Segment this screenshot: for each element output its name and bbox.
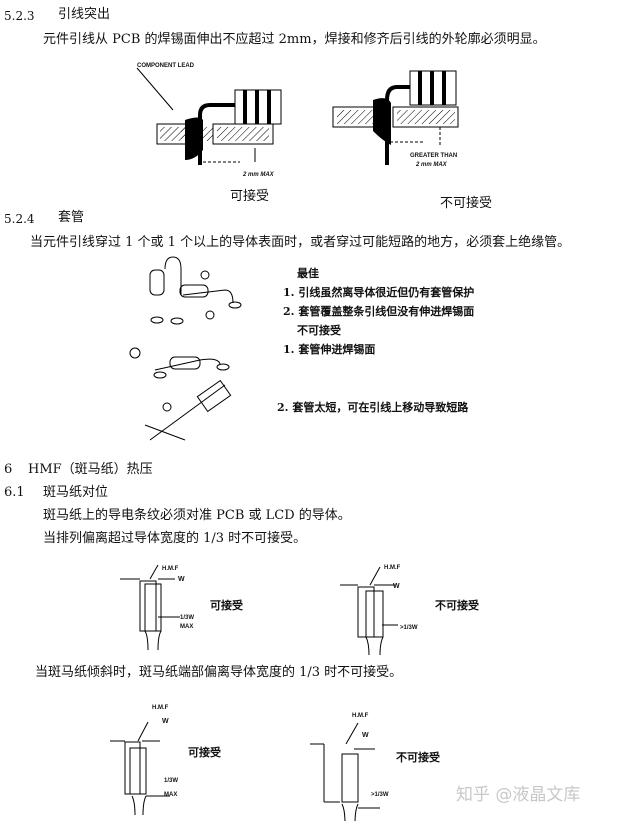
hmf-alignment-acceptable-diagram bbox=[120, 564, 180, 651]
hmf-alignment-unacceptable-diagram bbox=[340, 566, 398, 656]
hmf-tilt-unacceptable-diagram bbox=[310, 722, 380, 821]
hmf-tilt-acceptable-diagram bbox=[110, 721, 170, 816]
acceptable-caption: 可接受 bbox=[210, 599, 243, 612]
paragraph: 当排列偏离超过导体宽度的 1/3 时不可接受。 bbox=[43, 531, 307, 546]
section-number: 5.2.4 bbox=[4, 212, 35, 226]
gt-third-w-label: >1/3W bbox=[400, 625, 418, 631]
paragraph: 当斑马纸倾斜时，斑马纸端部偏离导体宽度的 1/3 时不可接受。 bbox=[35, 665, 403, 680]
unacceptable-caption: 不可接受 bbox=[396, 751, 440, 764]
third-w-label: 1/3W bbox=[164, 778, 179, 784]
w-label: W bbox=[362, 732, 369, 739]
hmf-label: H.M.F bbox=[352, 713, 369, 719]
section-number: 6 bbox=[4, 462, 13, 477]
greater-than-max-label: 2 mm MAX bbox=[416, 162, 447, 168]
unacceptable-caption: 不可接受 bbox=[435, 599, 479, 612]
hmf-label: H.M.F bbox=[162, 566, 179, 572]
best-item-2: 2. 套管覆盖整条引线但没有伸进焊锡面 bbox=[283, 305, 475, 318]
gt-third-w-label: >1/3W bbox=[371, 792, 389, 798]
unacceptable-caption: 不可接受 bbox=[440, 196, 493, 211]
section-title: HMF（斑马纸）热压 bbox=[28, 462, 153, 477]
section-title: 套管 bbox=[58, 210, 85, 225]
unacceptable-item-1: 1. 套管伸进焊锡面 bbox=[283, 343, 376, 356]
component-lead-label: COMPONENT LEAD bbox=[137, 63, 194, 69]
max-label: MAX bbox=[164, 792, 178, 798]
max-label: MAX bbox=[180, 624, 194, 630]
hmf-label: H.M.F bbox=[384, 565, 401, 571]
greater-than-label: GREATER THAN bbox=[410, 153, 458, 159]
lead-protrusion-unacceptable-diagram bbox=[332, 70, 459, 165]
acceptable-caption: 可接受 bbox=[230, 189, 270, 204]
hmf-label: H.M.F bbox=[152, 705, 169, 711]
w-label: W bbox=[393, 583, 400, 590]
paragraph: 元件引线从 PCB 的焊锡面伸出不应超过 2mm，焊接和修齐后引线的外轮廓必须明… bbox=[43, 32, 546, 47]
acceptable-caption: 可接受 bbox=[188, 746, 221, 759]
w-label: W bbox=[162, 718, 169, 725]
section-number: 5.2.3 bbox=[4, 9, 35, 23]
section-number: 6.1 bbox=[4, 485, 25, 500]
watermark: 知乎 @液晶文库 bbox=[456, 785, 581, 805]
lead-protrusion-acceptable-diagram bbox=[136, 67, 282, 165]
paragraph: 当元件引线穿过 1 个或 1 个以上的导体表面时，或者穿过可能短路的地方，必须套… bbox=[30, 235, 571, 250]
section-title: 引线突出 bbox=[58, 7, 111, 22]
unacceptable-item-2: 2. 套管太短，可在引线上移动导致短路 bbox=[277, 401, 469, 414]
sleeving-diagram bbox=[129, 256, 242, 441]
unacceptable-heading: 不可接受 bbox=[297, 324, 341, 337]
section-title: 斑马纸对位 bbox=[43, 485, 109, 500]
w-label: W bbox=[178, 576, 185, 583]
max-label: 2 mm MAX bbox=[243, 172, 274, 178]
third-w-label: 1/3W bbox=[180, 615, 195, 621]
paragraph: 斑马纸上的导电条纹必须对准 PCB 或 LCD 的导体。 bbox=[43, 508, 351, 523]
best-item-1: 1. 引线虽然离导体很近但仍有套管保护 bbox=[283, 286, 475, 299]
best-heading: 最佳 bbox=[297, 267, 319, 280]
